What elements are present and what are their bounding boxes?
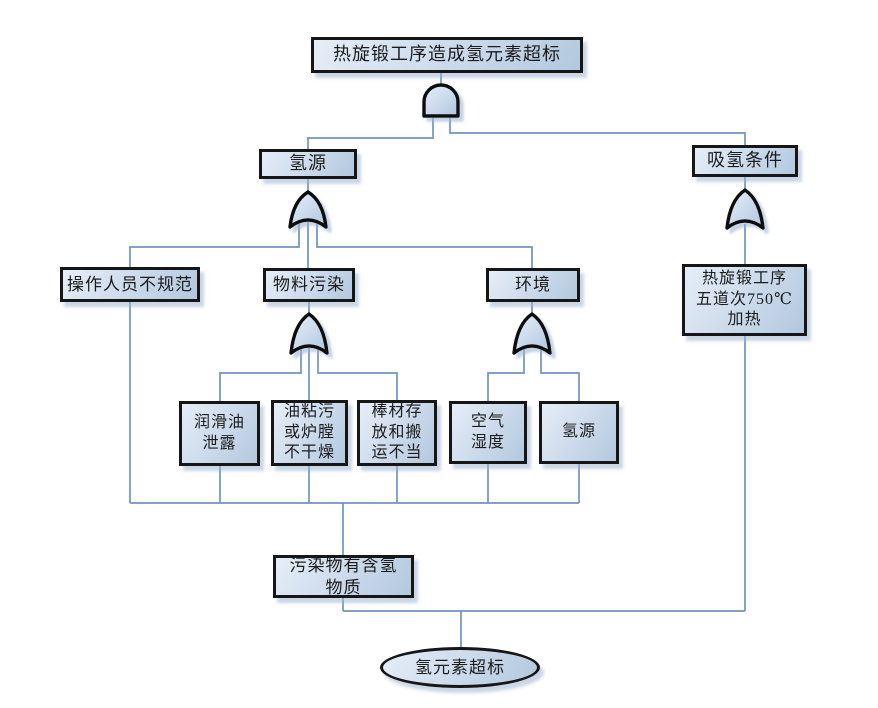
connector-or-to-hydrogen-leaf <box>540 348 580 401</box>
node-result-event: 氢元素超标 <box>380 647 540 688</box>
connector-or-to-air-humidity <box>487 348 525 401</box>
node-environment: 环境 <box>486 268 580 302</box>
or-gate-environment-icon <box>512 312 552 355</box>
connector-or-to-bar-storage <box>317 348 398 400</box>
node-absorb-condition: 吸氢条件 <box>692 145 798 177</box>
node-material-pollution: 物料污染 <box>263 268 355 302</box>
connector-and-to-absorb-condition <box>449 114 746 146</box>
node-hydrogen-source-leaf: 氢源 <box>539 401 619 464</box>
connector-or-to-operator <box>129 222 300 267</box>
or-gate-absorb-icon <box>725 188 765 230</box>
node-hydrogen-source: 氢源 <box>259 149 357 179</box>
node-operator-nonstandard: 操作人员不规范 <box>60 267 200 302</box>
node-lubricant-leak: 润滑油 泄露 <box>179 401 260 466</box>
connector-or-to-lubricant <box>219 348 302 401</box>
node-top-event: 热旋锻工序造成氢元素超标 <box>311 37 583 73</box>
node-air-humidity: 空气 湿度 <box>449 401 527 464</box>
connector-and-to-hydrogen-source <box>307 114 434 150</box>
node-pollutant-hydrogen: 污染物有含氢 物质 <box>273 555 414 598</box>
node-bar-storage: 棒材存 放和搬 运不当 <box>357 400 437 466</box>
and-gate-icon <box>422 83 460 118</box>
node-oil-dirty-furnace: 油粘污 或炉膛 不干燥 <box>271 400 348 466</box>
or-gate-material-icon <box>289 312 329 355</box>
connector-or-to-environment <box>316 222 533 268</box>
node-forging-heating: 热旋锻工序 五道次750℃ 加热 <box>682 264 807 336</box>
or-gate-hydrogen-source-icon <box>288 190 328 229</box>
